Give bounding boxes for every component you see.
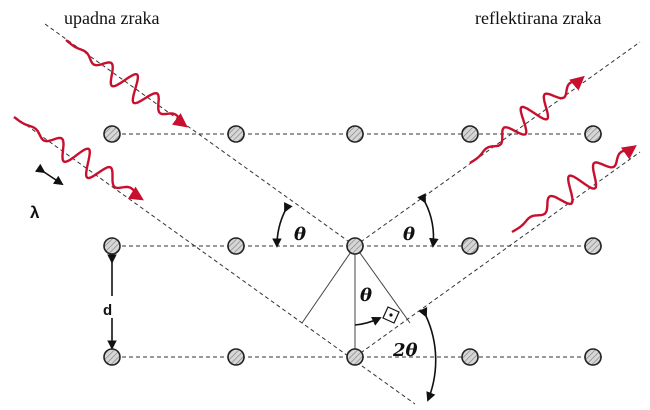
two-theta-arc: [418, 307, 437, 402]
right-angle-marker: [382, 306, 400, 324]
reflected-ray-line-2: [354, 151, 641, 358]
theta-arc-right: [417, 192, 439, 248]
lattice-atom: [461, 125, 479, 143]
lattice-atom: [584, 348, 602, 366]
lattice-atom: [227, 237, 245, 255]
incident-ray-label: upadna zraka: [64, 8, 159, 28]
spacing-label: d: [103, 302, 112, 319]
lattice-atom: [103, 237, 121, 255]
lattice-atom: [461, 348, 479, 366]
perpendicular-right: [354, 245, 411, 324]
lattice-atom: [346, 237, 364, 255]
wave-packets: [13, 39, 637, 234]
incident-ray-line-2: [14, 116, 416, 405]
path-difference-construction: [301, 245, 411, 357]
reflected-ray-line-1: [354, 41, 641, 247]
lattice-atom: [584, 125, 602, 143]
lattice-atom: [103, 125, 121, 143]
theta-arc-left: [272, 201, 293, 248]
incident-wave-2: [13, 116, 144, 201]
theta-label-left: θ: [294, 224, 306, 245]
lattice-atom: [461, 237, 479, 255]
angle-arcs: [272, 192, 439, 402]
two-theta-label: 2θ: [392, 340, 418, 361]
lattice-atom: [227, 348, 245, 366]
wavelength-label: λ: [30, 203, 40, 222]
incident-ray-line-1: [44, 23, 356, 247]
lattice-atom: [584, 237, 602, 255]
lattice-atom: [227, 125, 245, 143]
theta-arc-inner: [354, 317, 382, 326]
theta-label-right: θ: [403, 224, 415, 245]
perpendicular-left: [301, 245, 356, 324]
theta-label-inner: θ: [360, 285, 372, 306]
wavelength-arrow: [34, 163, 64, 186]
lattice-atom: [346, 125, 364, 143]
reflected-wave-2: [511, 145, 637, 234]
lattice-atom: [103, 348, 121, 366]
lattice-atom: [346, 348, 364, 366]
reflected-wave-1: [469, 75, 585, 164]
incident-wave-1: [65, 39, 188, 128]
reflected-ray-label: reflektirana zraka: [475, 8, 601, 28]
ray-lines: [14, 23, 641, 405]
